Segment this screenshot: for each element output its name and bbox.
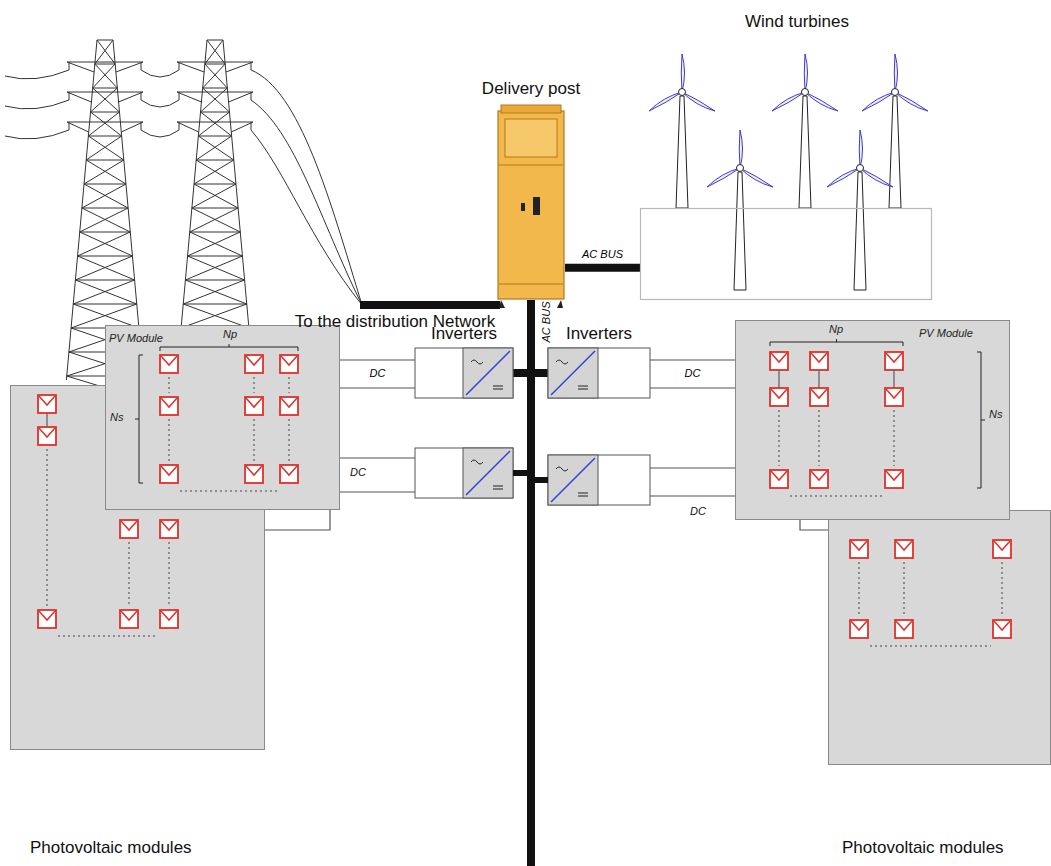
bus-name: AC BUS xyxy=(540,302,552,343)
inverter xyxy=(415,448,513,498)
wind-shape xyxy=(640,208,932,300)
inv-shape xyxy=(415,348,513,398)
array-title: Photovoltaic modules xyxy=(842,838,1004,858)
inverter: Inverters xyxy=(548,348,650,398)
count-label: Np xyxy=(223,328,237,341)
count-label: Np xyxy=(829,323,843,336)
wind-turbine xyxy=(772,54,838,208)
array-title: Photovoltaic modules xyxy=(30,838,192,858)
connector xyxy=(650,359,735,360)
post-shape xyxy=(497,105,565,300)
part-name: PV Module xyxy=(919,327,973,340)
edge-label: DC xyxy=(683,367,703,380)
turbine-group: Wind turbines xyxy=(640,208,932,300)
current-type: DC xyxy=(690,505,706,517)
pv-array: PV Module NpNs xyxy=(105,325,340,510)
power-line xyxy=(5,70,362,305)
part-name: PV Module xyxy=(109,332,163,345)
pv-array: Photovoltaic modules xyxy=(828,510,1051,765)
wind-turbine xyxy=(707,130,773,290)
current-type: DC xyxy=(350,466,366,478)
node-title: Inverters xyxy=(566,324,632,344)
count-label: Ns xyxy=(989,408,1002,421)
ac-wire xyxy=(513,473,548,480)
wind-turbine xyxy=(862,54,928,208)
edge-label: DC xyxy=(368,367,388,380)
inverter: Inverters xyxy=(415,348,513,398)
group-title: Wind turbines xyxy=(745,12,849,32)
node-title: Delivery post xyxy=(482,79,580,99)
inverter xyxy=(548,455,650,505)
inv-shape xyxy=(548,348,650,398)
panel-shape xyxy=(828,510,1051,765)
connector xyxy=(565,264,640,272)
delivery-post: Delivery post xyxy=(497,105,565,300)
panel-shape xyxy=(735,320,1010,520)
connector xyxy=(340,359,415,360)
count-label: Ns xyxy=(110,411,123,424)
panel-shape xyxy=(105,325,340,510)
destination-note: To the distribution Network xyxy=(290,313,500,332)
pv-array: Np PV ModuleNs xyxy=(735,320,1010,520)
wind-turbine xyxy=(827,130,893,290)
edge-label: AC BUS xyxy=(580,248,625,261)
grid-line xyxy=(360,301,500,309)
ac-bus xyxy=(527,300,535,866)
wind-turbine xyxy=(649,54,715,208)
